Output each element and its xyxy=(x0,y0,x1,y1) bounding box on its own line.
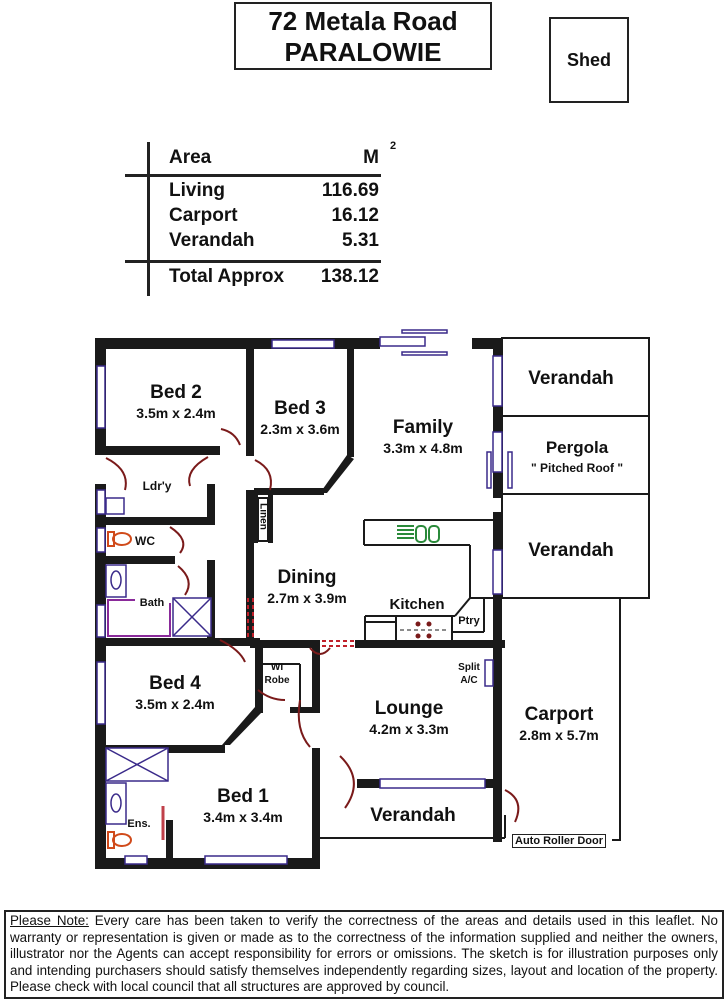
disclaimer-box: Please Note: Every care has been taken t… xyxy=(4,910,724,999)
room-bed1: Bed 1 3.4m x 3.4m xyxy=(203,786,282,826)
room-name: Pergola xyxy=(545,438,609,457)
area-row-label: Living xyxy=(169,180,225,201)
room-family: Family 3.3m x 4.8m xyxy=(383,417,462,457)
room-name: Bed 2 xyxy=(150,382,202,403)
area-header-label: Area xyxy=(169,147,212,168)
room-verandah-top: Verandah xyxy=(528,368,614,390)
room-name: Carport xyxy=(524,704,594,725)
kitchen-sink xyxy=(397,525,440,543)
area-unit: M xyxy=(363,147,379,168)
shed-box: Shed xyxy=(549,17,629,103)
room-wi-robe: WI Robe xyxy=(265,661,290,687)
room-dimensions: 2.7m x 3.9m xyxy=(267,590,347,606)
area-row-value: 5.31 xyxy=(342,230,379,251)
shed-label: Shed xyxy=(566,49,611,70)
room-name: Verandah xyxy=(370,805,456,826)
auto-roller-door-label: Auto Roller Door xyxy=(512,834,606,848)
room-ensuite: Ens. xyxy=(127,818,151,830)
room-name: Verandah xyxy=(528,540,614,561)
split-ac-line2: A/C xyxy=(460,675,478,686)
room-dimensions: 3.5m x 2.4m xyxy=(136,405,216,421)
toilets xyxy=(107,531,132,849)
room-lounge: Lounge 4.2m x 3.3m xyxy=(369,698,448,738)
room-dimensions: 2.8m x 5.7m xyxy=(519,727,599,743)
room-name: Bed 4 xyxy=(149,673,201,694)
area-row-total: Total Approx 138.12 xyxy=(169,266,379,288)
outlines xyxy=(257,337,650,841)
address-title-box: 72 Metala Road PARALOWIE xyxy=(234,2,492,70)
area-total-label: Total Approx xyxy=(169,266,285,287)
room-bath: Bath xyxy=(139,597,165,609)
room-wc: WC xyxy=(135,534,155,548)
bathtub xyxy=(107,599,171,637)
room-dimensions: " Pitched Roof " xyxy=(530,461,624,475)
doors xyxy=(105,428,520,823)
area-unit-superscript: 2 xyxy=(390,140,397,152)
room-name: WI xyxy=(270,662,284,673)
room-dimensions: 2.3m x 3.6m xyxy=(260,421,340,437)
room-kitchen: Kitchen xyxy=(389,596,445,613)
room-dimensions: 3.4m x 3.4m xyxy=(203,809,283,825)
room-name: Lounge xyxy=(374,698,444,719)
room-bed3: Bed 3 2.3m x 3.6m xyxy=(260,398,339,438)
openings xyxy=(247,598,355,647)
room-laundry: Ldr'y xyxy=(142,479,172,493)
room-verandah-mid: Verandah xyxy=(528,540,614,562)
room-name: Bed 1 xyxy=(217,786,269,807)
area-table-total-rule xyxy=(125,260,381,263)
room-name: Bed 3 xyxy=(274,398,326,419)
room-dimensions: 3.3m x 4.8m xyxy=(383,440,463,456)
disclaimer-heading: Please Note: xyxy=(10,913,89,928)
room-dimensions: 4.2m x 3.3m xyxy=(369,721,449,737)
address-suburb: PARALOWIE xyxy=(284,37,442,67)
room-name-line2: Robe xyxy=(264,675,290,686)
room-bed2: Bed 2 3.5m x 2.4m xyxy=(136,382,215,422)
room-dining: Dining 2.7m x 3.9m xyxy=(267,567,346,607)
address-street: 72 Metala Road xyxy=(268,6,458,36)
area-table-header-rule xyxy=(125,174,381,177)
area-row-value: 16.12 xyxy=(331,205,379,226)
area-total-value: 138.12 xyxy=(320,266,379,287)
area-row-carport: Carport 16.12 xyxy=(169,205,379,227)
windows xyxy=(96,329,513,865)
area-table-vertical-rule xyxy=(147,142,150,296)
disclaimer-text: Every care has been taken to verify the … xyxy=(10,913,718,995)
area-row-label: Verandah xyxy=(169,230,255,251)
room-linen: Linen xyxy=(257,503,269,530)
room-pantry: Ptry xyxy=(458,615,480,627)
room-name: Family xyxy=(392,417,454,438)
room-bed4: Bed 4 3.5m x 2.4m xyxy=(135,673,214,713)
split-ac-line1: Split xyxy=(458,662,480,673)
room-verandah-bottom: Verandah xyxy=(370,805,456,827)
room-carport: Carport 2.8m x 5.7m xyxy=(519,704,598,744)
area-table-header: Area M xyxy=(169,147,379,169)
room-pergola: Pergola " Pitched Roof " xyxy=(531,437,623,477)
area-row-value: 116.69 xyxy=(321,180,379,201)
room-name: Verandah xyxy=(528,368,614,389)
cooktop xyxy=(400,621,446,639)
area-row-living: Living 116.69 xyxy=(169,180,379,202)
split-ac: Split A/C xyxy=(458,661,480,687)
area-table: Area M 2 Living 116.69 Carport 16.12 Ver… xyxy=(125,140,410,298)
area-row-verandah: Verandah 5.31 xyxy=(169,230,379,252)
room-dimensions: 3.5m x 2.4m xyxy=(135,696,215,712)
area-row-label: Carport xyxy=(169,205,238,226)
room-name: Dining xyxy=(277,567,337,588)
